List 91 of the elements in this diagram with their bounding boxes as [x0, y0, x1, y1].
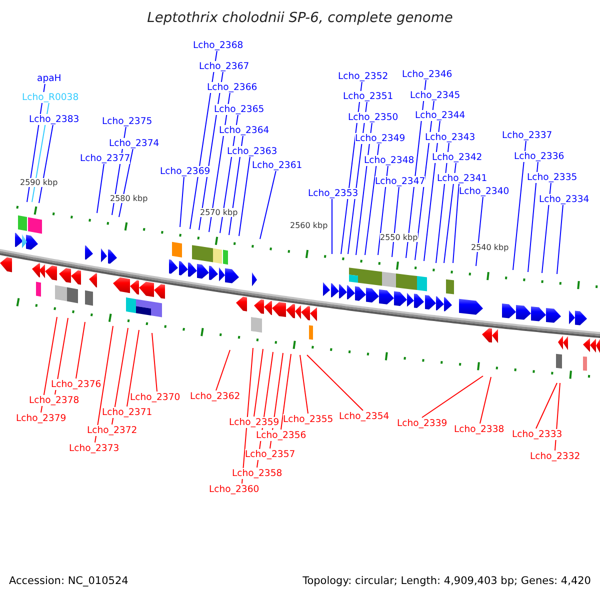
gene-label: Lcho_2355	[283, 414, 334, 424]
gene-label: Lcho_2346	[402, 68, 452, 80]
gene-label: Lcho_R0038	[22, 92, 79, 102]
gene-label: Lcho_2347	[375, 176, 426, 186]
leader-line	[512, 140, 526, 270]
scale-label: 2590 kbp	[20, 178, 58, 186]
gene-label: Lcho_2375	[102, 116, 152, 126]
leader-line	[76, 322, 86, 379]
gene-label: Lcho_2371	[102, 406, 152, 418]
leader-line	[94, 326, 114, 443]
leader-line	[112, 328, 128, 425]
gene-label: Lcho_2367	[199, 60, 250, 72]
gene-label: Lcho_2370	[130, 392, 180, 402]
gene-label: Lcho_2345	[410, 90, 460, 100]
leader-line	[238, 156, 250, 236]
gene-label: Lcho_2378	[29, 394, 80, 406]
accession-text: Accession: NC_010524	[9, 574, 128, 588]
leader-line	[536, 382, 558, 429]
gene-label: Lcho_2335	[527, 172, 578, 182]
gene-label: Lcho_2356	[256, 430, 306, 440]
gene-label: Lcho_2337	[502, 130, 552, 140]
gene-label: Lcho_2362	[190, 390, 240, 402]
leader-line	[260, 170, 276, 240]
gene-label: Lcho_2350	[348, 112, 398, 122]
leader-line	[280, 354, 292, 430]
scale-label: 2570 kbp	[200, 208, 238, 216]
gene-label: Lcho_2357	[245, 448, 296, 460]
leader-line	[118, 148, 134, 218]
leader-line	[152, 332, 158, 392]
leader-line	[96, 163, 104, 214]
gene-label: Lcho_2339	[397, 418, 448, 428]
gene-label: Lcho_2364	[219, 124, 270, 136]
leader-line	[480, 376, 492, 424]
scale-label: 2580 kbp	[110, 194, 148, 202]
leader-line	[40, 316, 58, 413]
leader-line	[444, 162, 456, 264]
scale-label: 2540 kbp	[471, 242, 509, 252]
scale-label: 2560 kbp	[290, 220, 328, 230]
genome-summary-text: Topology: circular; Length: 4,909,403 bp; Genes: 4,420	[302, 574, 591, 588]
gene-label: Lcho_2352	[338, 70, 388, 82]
gene-label: Lcho_2353	[308, 188, 358, 198]
gene-label: Lcho_2351	[343, 90, 394, 102]
gene-label: Lcho_2366	[207, 82, 258, 92]
gene-label: Lcho_2369	[160, 166, 210, 176]
gene-label: Lcho_2379	[16, 412, 66, 424]
leader-line	[300, 354, 308, 414]
leader-line	[54, 318, 68, 395]
gene-label: Lcho_2343	[425, 132, 476, 142]
leader-line	[476, 196, 484, 266]
gene-label: Lcho_2365	[214, 104, 264, 114]
gene-label: Lcho_2334	[539, 194, 590, 204]
gene-label: Lcho_2361	[252, 160, 302, 170]
gene-label: Lcho_2344	[415, 110, 466, 120]
leader-line	[452, 183, 460, 264]
gene-label: Lcho_2363	[227, 146, 278, 156]
gene-label: Lcho_2349	[355, 132, 406, 144]
gene-label: Lcho_2340	[459, 186, 510, 196]
leader-line	[306, 354, 364, 411]
leader-line	[422, 376, 484, 418]
scale-label: 2550 kbp	[380, 232, 418, 242]
gene-label: Lcho_2376	[51, 378, 102, 390]
leader-line	[378, 165, 388, 256]
leader-line	[216, 350, 230, 391]
leader-line	[392, 186, 400, 258]
gene-label: Lcho_2336	[514, 150, 564, 162]
leader-line	[542, 182, 552, 274]
leader-line	[254, 348, 264, 417]
gene-label: Lcho_2348	[364, 154, 414, 166]
leader-line	[528, 161, 538, 272]
gene-label: apaH	[37, 72, 62, 84]
gene-label: Lcho_2374	[109, 138, 160, 148]
gene-label: Lcho_2359	[229, 416, 280, 428]
gene-label: Lcho_2372	[87, 424, 138, 436]
leader-line	[180, 176, 184, 228]
gene-label: Lcho_2368	[193, 40, 244, 50]
gene-label: Lcho_2333	[512, 428, 562, 440]
gene-label: Lcho_2377	[80, 152, 130, 164]
gene-label: Lcho_2354	[339, 410, 390, 422]
gene-label: Lcho_2332	[530, 450, 580, 462]
gene-label: Lcho_2360	[209, 484, 260, 494]
gene-label: Lcho_2342	[432, 152, 482, 162]
gene-label: Lcho_2383	[29, 114, 80, 124]
gene-label: Lcho_2338	[454, 424, 504, 434]
gene-label: Lcho_2341	[437, 172, 488, 184]
gene-label: Lcho_2373	[69, 442, 120, 454]
leader-line	[38, 124, 54, 204]
leader-line	[126, 330, 140, 407]
leader-line	[364, 143, 380, 256]
gene-label: Lcho_2358	[232, 468, 282, 478]
title: Leptothrix cholodnii SP-6, complete genome	[146, 9, 454, 27]
leader-line	[556, 204, 564, 274]
